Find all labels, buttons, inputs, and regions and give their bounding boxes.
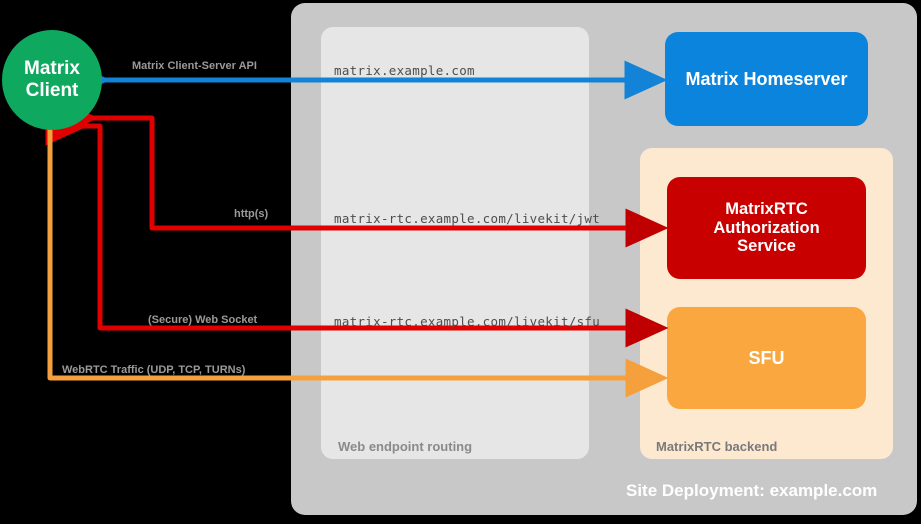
- web-endpoint-routing-panel: [321, 27, 589, 459]
- edge-label-https: http(s): [234, 208, 269, 220]
- endpoint-livekit-sfu: matrix-rtc.example.com/livekit/sfu: [334, 314, 601, 329]
- caption-site-deployment: Site Deployment: example.com: [626, 481, 878, 500]
- edge-webrtc-traffic-sfu: [30, 90, 669, 398]
- caption-web-endpoint-routing: Web endpoint routing: [338, 439, 473, 454]
- node-sfu[interactable]: [667, 307, 866, 409]
- endpoint-matrix-example-com: matrix.example.com: [334, 63, 475, 78]
- node-matrix-client[interactable]: [2, 30, 102, 130]
- edge-label-webrtc-traffic: WebRTC Traffic (UDP, TCP, TURNs): [62, 364, 246, 376]
- node-matrixrtc-authorization-service[interactable]: [667, 177, 866, 279]
- node-matrix-homeserver[interactable]: [665, 32, 868, 126]
- edge-label-matrix-client-server-api: Matrix Client-Server API: [132, 60, 257, 72]
- endpoint-livekit-jwt: matrix-rtc.example.com/livekit/jwt: [334, 211, 601, 226]
- edge-label-secure-websocket: (Secure) Web Socket: [148, 314, 258, 326]
- caption-matrixrtc-backend: MatrixRTC backend: [656, 439, 778, 454]
